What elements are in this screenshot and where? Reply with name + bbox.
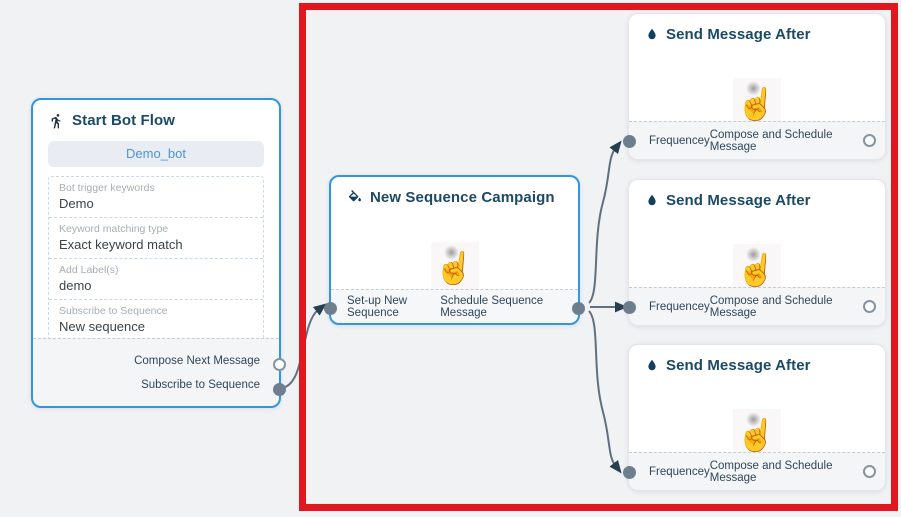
field-subscribe-to-sequence[interactable]: Subscribe to Sequence New sequence <box>49 300 263 340</box>
paint-bucket-icon <box>348 189 361 201</box>
sma-node-header: Send Message After <box>629 180 885 211</box>
input-label-frequencey: Frequencey <box>649 300 710 313</box>
hand-pointer-icon[interactable]: ☝ <box>733 78 781 126</box>
hand-pointer-icon[interactable]: ☝ <box>430 241 479 290</box>
field-value: Demo <box>59 196 94 211</box>
start-node-title: Start Bot Flow <box>72 112 176 129</box>
sequence-node-title: New Sequence Campaign <box>370 189 555 206</box>
node-send-message-after-1[interactable]: Send Message After ☝ Frequencey Compose … <box>623 13 886 160</box>
field-value: Exact keyword match <box>59 237 183 252</box>
output-label-compose-and-schedule: Compose and Schedule Message <box>709 459 833 484</box>
input-port-frequencey[interactable] <box>623 301 636 314</box>
output-port-compose-and-schedule[interactable] <box>863 134 876 147</box>
sma-node-header: Send Message After <box>629 345 885 376</box>
walking-person-icon <box>51 113 61 128</box>
field-label: Bot trigger keywords <box>59 182 155 194</box>
click-smudge <box>746 81 761 96</box>
sma-node-body[interactable]: ☝ <box>629 211 885 325</box>
sma-node-title: Send Message After <box>666 192 811 209</box>
sma-node-footer: Frequencey Compose and Schedule Message <box>629 452 885 490</box>
output-compose-next-message: Compose Next Message <box>134 355 260 367</box>
sma-node-title: Send Message After <box>666 357 811 374</box>
start-node-fields: Bot trigger keywords Demo Keyword matchi… <box>48 176 264 341</box>
field-label: Subscribe to Sequence <box>59 305 168 317</box>
water-drop-icon <box>648 194 656 206</box>
water-drop-icon <box>648 359 656 371</box>
output-label-compose-and-schedule: Compose and Schedule Message <box>709 128 833 153</box>
field-bot-trigger-keywords[interactable]: Bot trigger keywords Demo <box>49 177 263 218</box>
field-value: New sequence <box>59 319 145 334</box>
hand-pointer-icon[interactable]: ☝ <box>733 409 781 457</box>
input-port-frequencey[interactable] <box>623 135 636 148</box>
input-label-set-up-new-sequence: Set-up New Sequence <box>347 294 408 319</box>
click-smudge <box>746 412 761 427</box>
output-label-schedule-sequence-message: Schedule Sequence Message <box>440 294 544 319</box>
input-port-set-up-new-sequence[interactable] <box>324 302 337 315</box>
node-send-message-after-2[interactable]: Send Message After ☝ Frequencey Compose … <box>623 179 886 326</box>
start-node-header: Start Bot Flow <box>33 100 279 131</box>
click-smudge <box>443 244 459 260</box>
hand-pointer-icon[interactable]: ☝ <box>733 244 781 292</box>
field-keyword-matching-type[interactable]: Keyword matching type Exact keyword matc… <box>49 218 263 259</box>
input-port-frequencey[interactable] <box>623 466 636 479</box>
field-label: Keyword matching type <box>59 223 169 235</box>
sma-node-body[interactable]: ☝ <box>629 376 885 490</box>
input-label-frequencey: Frequencey <box>649 465 710 478</box>
sma-node-body[interactable]: ☝ <box>629 45 885 159</box>
sequence-node-header: New Sequence Campaign <box>331 177 578 208</box>
sma-node-footer: Frequencey Compose and Schedule Message <box>629 121 885 159</box>
output-port-compose-and-schedule[interactable] <box>863 465 876 478</box>
sma-node-header: Send Message After <box>629 14 885 45</box>
bot-name-button[interactable]: Demo_bot <box>48 141 264 167</box>
output-port-compose-next-message[interactable] <box>273 358 286 371</box>
click-smudge <box>746 247 761 262</box>
field-add-labels[interactable]: Add Label(s) demo <box>49 259 263 300</box>
output-subscribe-to-sequence: Subscribe to Sequence <box>141 379 260 391</box>
sequence-node-body[interactable]: ☝ <box>331 208 578 323</box>
node-start-bot-flow[interactable]: Start Bot Flow Demo_bot Bot trigger keyw… <box>31 98 286 408</box>
water-drop-icon <box>648 28 656 40</box>
output-port-subscribe-to-sequence[interactable] <box>273 383 286 396</box>
sma-node-footer: Frequencey Compose and Schedule Message <box>629 287 885 325</box>
field-label: Add Label(s) <box>59 264 119 276</box>
node-send-message-after-3[interactable]: Send Message After ☝ Frequencey Compose … <box>623 344 886 491</box>
start-node-footer: Compose Next Message Subscribe to Sequen… <box>33 338 279 406</box>
field-value: demo <box>59 278 92 293</box>
node-new-sequence-campaign[interactable]: New Sequence Campaign ☝ Set-up New Seque… <box>324 175 585 325</box>
sequence-node-footer: Set-up New Sequence Schedule Sequence Me… <box>331 289 578 323</box>
sma-node-title: Send Message After <box>666 26 811 43</box>
output-label-compose-and-schedule: Compose and Schedule Message <box>709 294 833 319</box>
output-port-compose-and-schedule[interactable] <box>863 300 876 313</box>
input-label-frequencey: Frequencey <box>649 134 710 147</box>
output-port-schedule-sequence-message[interactable] <box>572 302 585 315</box>
